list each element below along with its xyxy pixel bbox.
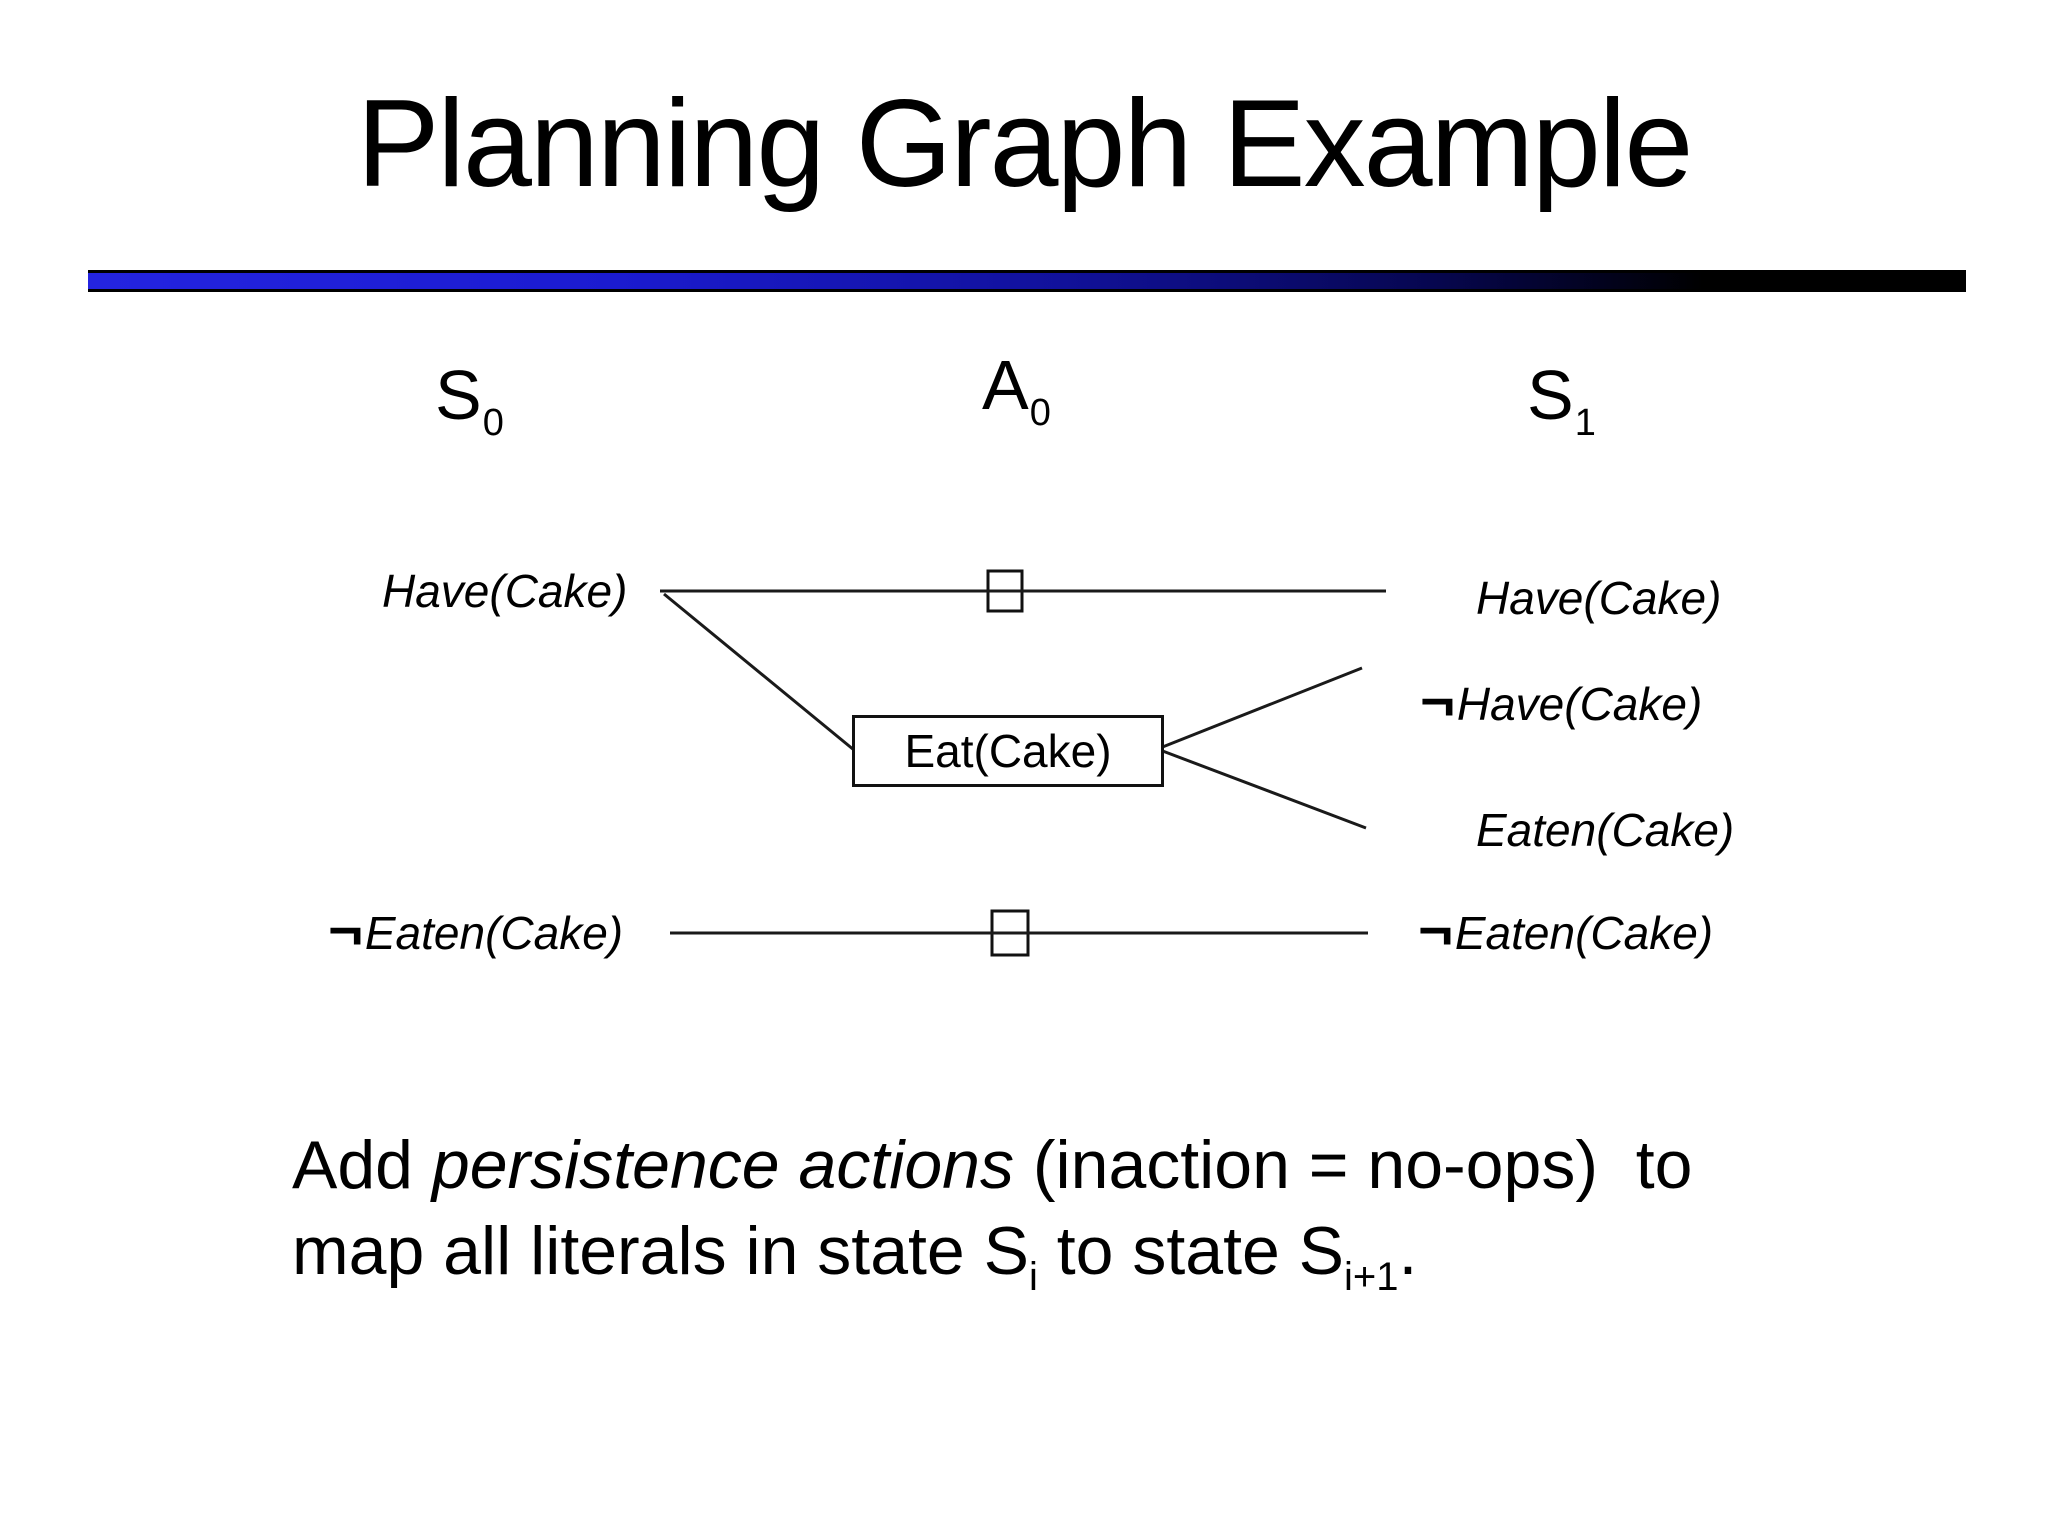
- column-header-a0: A0: [982, 350, 1051, 432]
- negation-symbol: ¬: [1418, 899, 1453, 960]
- action-box-eat-cake-label: Eat(Cake): [904, 725, 1112, 777]
- caption: Add persistence actions (inaction = no-o…: [292, 1122, 1852, 1297]
- literal-s1-have-cake-text: Have(Cake): [1476, 572, 1722, 624]
- caption-line1-italic: persistence actions: [431, 1127, 1014, 1203]
- action-box-eat-cake: Eat(Cake): [852, 715, 1164, 787]
- literal-s0-not-eaten-cake: ¬Eaten(Cake): [328, 903, 624, 959]
- column-header-s1-subscript: 1: [1574, 402, 1596, 444]
- title-divider-rule: [88, 270, 1966, 292]
- literal-s1-eaten-cake-text: Eaten(Cake): [1476, 804, 1735, 856]
- column-header-a0-subscript: 0: [1029, 392, 1051, 434]
- literal-s1-not-have-cake: ¬Have(Cake): [1420, 674, 1703, 730]
- column-header-s0: S0: [435, 360, 504, 442]
- caption-line1-post: (inaction = no-ops) to: [1013, 1127, 1693, 1203]
- literal-s0-not-eaten-cake-text: Eaten(Cake): [364, 907, 624, 959]
- caption-line2-a: map all literals in state S: [292, 1213, 1029, 1289]
- caption-line-2: map all literals in state Si to state Si…: [292, 1208, 1852, 1297]
- caption-line2-subscript-i-plus-1: i+1: [1344, 1255, 1399, 1299]
- literal-s0-have-cake: Have(Cake): [382, 568, 627, 614]
- column-header-a0-base: A: [982, 346, 1029, 424]
- caption-line2-b: to state S: [1037, 1213, 1345, 1289]
- negation-symbol: ¬: [328, 899, 363, 960]
- column-header-s1-base: S: [1527, 356, 1574, 434]
- literal-s1-have-cake: Have(Cake): [1476, 575, 1721, 621]
- column-header-s1: S1: [1527, 360, 1596, 442]
- caption-line1-pre: Add: [292, 1127, 432, 1203]
- literal-s1-not-eaten-cake: ¬Eaten(Cake): [1418, 903, 1714, 959]
- literal-s1-eaten-cake: Eaten(Cake): [1476, 807, 1734, 853]
- literal-s0-have-cake-text: Have(Cake): [382, 565, 628, 617]
- caption-line2-subscript-i: i: [1028, 1255, 1038, 1299]
- edge-have-cake-to-eat-cake: [663, 592, 855, 752]
- edge-eat-cake-to-eaten-cake: [1159, 748, 1367, 830]
- literal-s1-not-eaten-cake-text: Eaten(Cake): [1454, 907, 1714, 959]
- literal-s1-not-have-cake-text: Have(Cake): [1456, 678, 1703, 730]
- caption-line-1: Add persistence actions (inaction = no-o…: [292, 1122, 1852, 1208]
- caption-line2-c: .: [1398, 1213, 1418, 1289]
- edge-eat-cake-to-not-have-cake: [1159, 666, 1363, 750]
- negation-symbol: ¬: [1420, 670, 1455, 731]
- column-header-s0-base: S: [435, 356, 482, 434]
- slide-title: Planning Graph Example: [356, 75, 1694, 213]
- column-header-s0-subscript: 0: [482, 402, 504, 444]
